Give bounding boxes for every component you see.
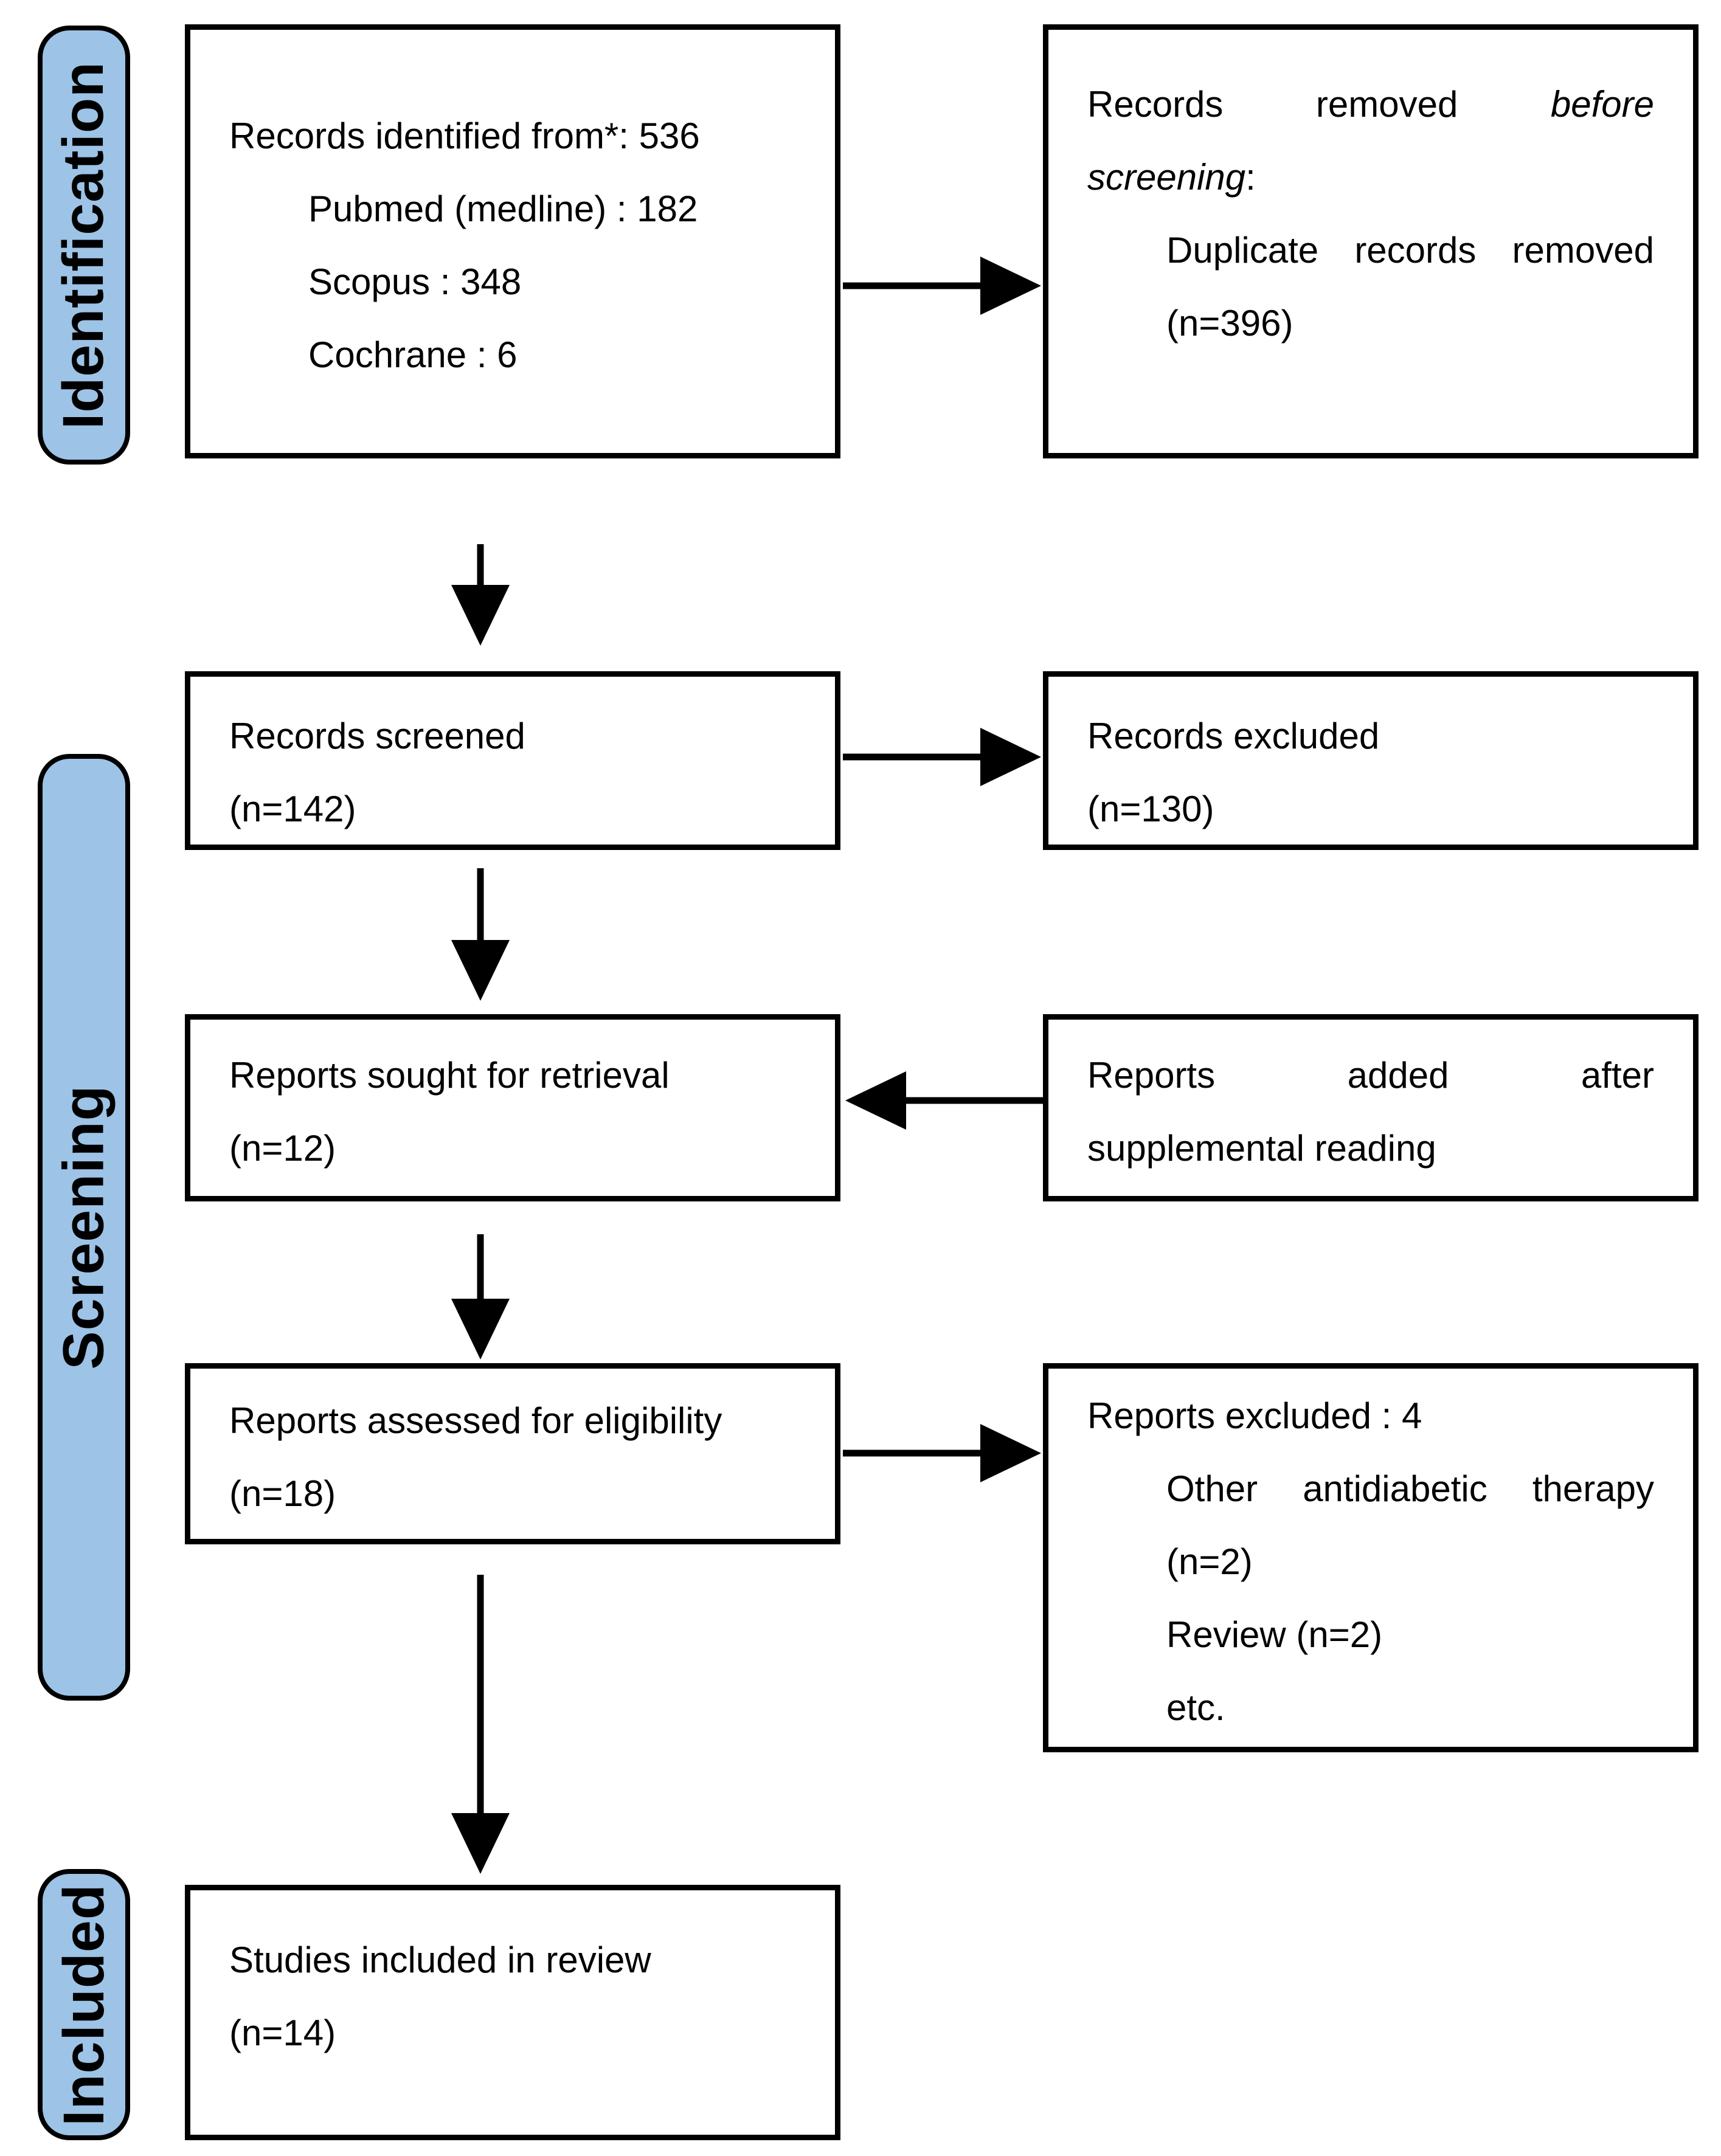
box-reports-added-after-supplemental-reading: Reports added after supplemental reading [1043, 1014, 1698, 1201]
reports-excluded-reason2: Review (n=2) [1166, 1614, 1383, 1655]
arrow-assessed-to-reports-excluded-head-icon [980, 1424, 1041, 1482]
records-identified-scopus: Scopus : 348 [308, 261, 522, 302]
reports-sought-title: Reports sought for retrieval [229, 1055, 670, 1096]
records-identified-title: Records identified from*: 536 [229, 116, 700, 156]
arrow-assessed-to-included-head-icon [451, 1813, 510, 1874]
reports-added-line2: supplemental reading [1087, 1128, 1436, 1169]
box-reports-assessed-for-eligibility: Reports assessed for eligibility (n=18) [185, 1363, 840, 1544]
stage-label-identification: Identification [51, 61, 116, 429]
arrow-screened-to-sought-head-icon [451, 940, 510, 1001]
reports-sought-count: (n=12) [229, 1128, 336, 1169]
reports-excluded-title: Reports excluded : 4 [1087, 1395, 1422, 1436]
stage-pill-identification: Identification [38, 26, 130, 465]
records-excluded-count: (n=130) [1087, 789, 1214, 829]
arrow-screened-to-excluded-head-icon [980, 728, 1041, 786]
records-removed-screening-italic: screening [1087, 157, 1246, 198]
reports-excluded-reason1: Other antidiabetic therapy [1166, 1468, 1654, 1509]
box-records-excluded: Records excluded (n=130) [1043, 671, 1698, 850]
records-identified-pubmed: Pubmed (medline) : 182 [308, 188, 698, 229]
arrow-identified-to-screened-head-icon [451, 585, 510, 646]
records-removed-title-line2: screening: [1087, 141, 1654, 214]
records-removed-count: (n=396) [1166, 303, 1293, 344]
records-excluded-title: Records excluded [1087, 716, 1380, 756]
studies-included-count: (n=14) [229, 2013, 336, 2053]
stage-pill-included: Included [38, 1869, 130, 2140]
stage-label-included: Included [51, 1883, 116, 2126]
box-studies-included-in-review: Studies included in review (n=14) [185, 1885, 840, 2140]
stage-label-screening: Screening [51, 1085, 116, 1370]
records-removed-title-line1: Records removed before [1087, 68, 1654, 141]
stage-pill-screening: Screening [38, 754, 130, 1701]
records-screened-count: (n=142) [229, 789, 356, 829]
reports-assessed-title: Reports assessed for eligibility [229, 1400, 722, 1441]
arrow-sought-to-assessed-head-icon [451, 1299, 510, 1360]
records-removed-title-italic: before [1550, 84, 1654, 125]
records-identified-cochrane: Cochrane : 6 [308, 334, 518, 375]
box-records-identified: Records identified from*: 536 Pubmed (me… [185, 24, 840, 458]
reports-added-line1: Reports added after [1087, 1055, 1654, 1096]
studies-included-title: Studies included in review [229, 1940, 651, 1980]
records-removed-colon: : [1245, 157, 1256, 198]
box-reports-excluded: Reports excluded : 4 Other antidiabetic … [1043, 1363, 1698, 1752]
box-records-removed-before-screening: Records removed before screening: Duplic… [1043, 24, 1698, 458]
box-reports-sought-for-retrieval: Reports sought for retrieval (n=12) [185, 1014, 840, 1201]
reports-excluded-reason1-count: (n=2) [1166, 1541, 1253, 1582]
box-records-screened: Records screened (n=142) [185, 671, 840, 850]
reports-assessed-count: (n=18) [229, 1473, 336, 1514]
arrow-added-to-sought-head-icon [845, 1071, 906, 1130]
records-screened-title: Records screened [229, 716, 525, 756]
arrow-identified-to-removed-head-icon [980, 257, 1041, 315]
records-removed-title-normal: Records removed [1087, 84, 1458, 125]
reports-excluded-etc: etc. [1166, 1687, 1225, 1728]
records-removed-duplicates: Duplicate records removed [1166, 230, 1654, 271]
